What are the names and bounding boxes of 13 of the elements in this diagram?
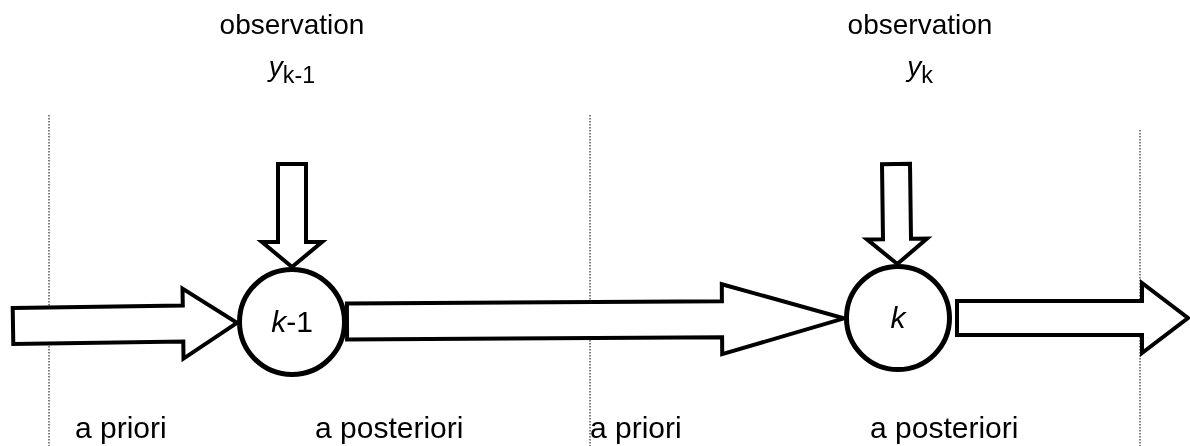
block-arrow <box>955 278 1190 358</box>
block-arrow <box>256 162 328 270</box>
phase-label: a priori <box>75 413 167 443</box>
observation-symbol: y$_{k}$ <box>907 49 933 90</box>
observation-label: observation <box>847 8 993 42</box>
state-circle: k-1 <box>237 267 347 377</box>
phase-label: a posteriori <box>870 413 1019 443</box>
state-circle: k <box>844 264 952 372</box>
phase-label: a priori <box>590 413 682 443</box>
phase-label: a posteriori <box>315 413 464 443</box>
observation-label: observation <box>219 8 365 42</box>
observation-symbol: y$_{k-1}$ <box>268 49 316 90</box>
block-arrow <box>861 161 933 267</box>
